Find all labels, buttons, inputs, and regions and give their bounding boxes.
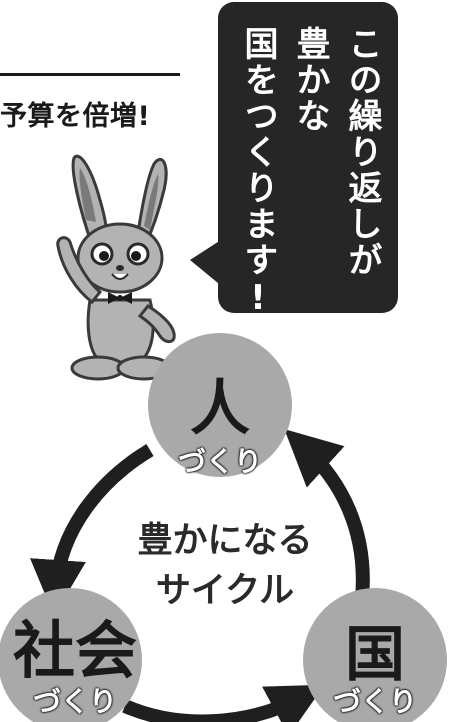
budget-heading: 予算を倍増! [0,101,151,132]
node-society-sublabel: づくり [32,685,117,718]
node-country-label: 国 [345,620,405,690]
speech-bubble [218,2,398,313]
node-society-label: 社会 [12,614,137,687]
speech-line-3: 国をつくります! [238,26,278,320]
cycle-arrow-right [284,429,370,599]
node-person-circle [148,333,292,477]
speech-line-2: 豊かな [290,26,330,134]
node-country-circle [303,588,447,722]
cycle-arrow-bottom [122,684,325,722]
cycle-center-line-2: サイクル [155,571,295,611]
node-person-label: 人 [190,374,250,444]
rabbit-mascot-icon [56,154,176,381]
cycle-arrow-left [30,443,154,616]
top-divider [0,73,180,76]
node-country-sublabel: づくり [332,685,417,718]
cycle-center-line-1: 豊かになる [137,521,313,561]
speech-line-1: この繰り返しが [342,26,382,278]
cycle-diagram [0,333,447,722]
node-person-sublabel: づくり [177,445,262,478]
node-society-circle [0,588,142,722]
